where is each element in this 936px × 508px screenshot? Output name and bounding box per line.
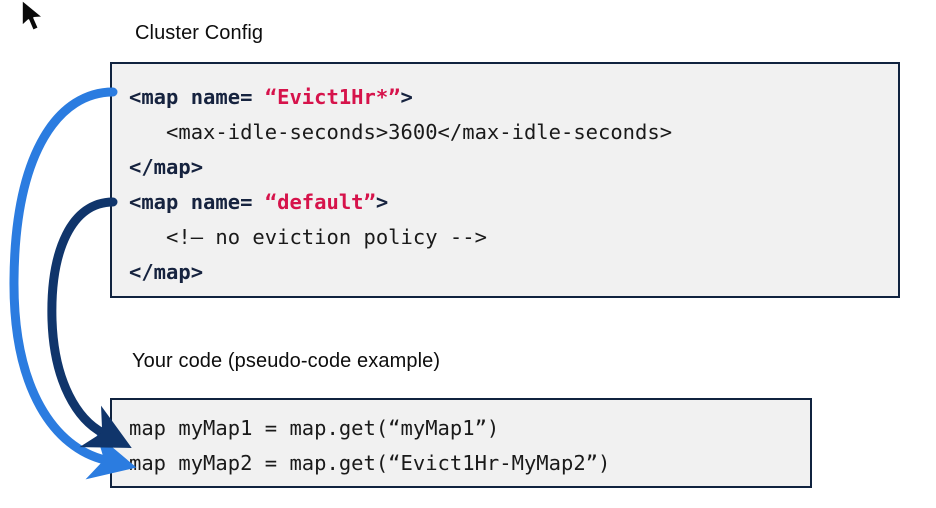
code-token-string: “Evict1Hr*” — [264, 85, 401, 109]
default-mapping-arrow — [47, 197, 132, 448]
code-token-plain: map myMap1 = map.get(“myMap1”) — [129, 416, 500, 440]
code-line: <max-idle-seconds>3600</max-idle-seconds… — [129, 115, 898, 150]
code-token-tag: <map name= — [129, 190, 265, 214]
code-line: <!– no eviction policy --> — [129, 220, 898, 255]
cluster-config-code-block: <map name= “Evict1Hr*”> <max-idle-second… — [110, 62, 900, 298]
code-line: <map name= “Evict1Hr*”> — [129, 80, 898, 115]
code-line: map myMap2 = map.get(“Evict1Hr-MyMap2”) — [129, 446, 810, 481]
code-line: map myMap1 = map.get(“myMap1”) — [129, 411, 810, 446]
code-token-tag: > — [400, 85, 413, 109]
code-token-tag: </map> — [129, 155, 204, 179]
code-token-string: “default” — [264, 190, 376, 214]
code-line: </map> — [129, 150, 898, 185]
your-code-caption: Your code (pseudo-code example) — [132, 350, 441, 372]
evict1hr-mapping-arrow — [9, 87, 137, 480]
code-line: </map> — [129, 255, 898, 290]
code-token-tag: > — [375, 190, 389, 214]
your-code-code-block: map myMap1 = map.get(“myMap1”) map myMap2… — [110, 398, 812, 488]
cluster-config-caption: Cluster Config — [135, 22, 264, 44]
code-line: <map name= “default”> — [129, 185, 898, 220]
code-token-plain: <!– no eviction policy --> — [129, 225, 487, 249]
code-token-plain: map myMap2 = map.get(“Evict1Hr-MyMap2”) — [129, 451, 611, 475]
code-token-tag: <map name= — [129, 85, 265, 109]
code-token-plain: <max-idle-seconds>3600</max-idle-seconds… — [129, 120, 673, 144]
mouse-pointer-icon — [21, 0, 44, 32]
code-token-tag: </map> — [129, 260, 204, 284]
